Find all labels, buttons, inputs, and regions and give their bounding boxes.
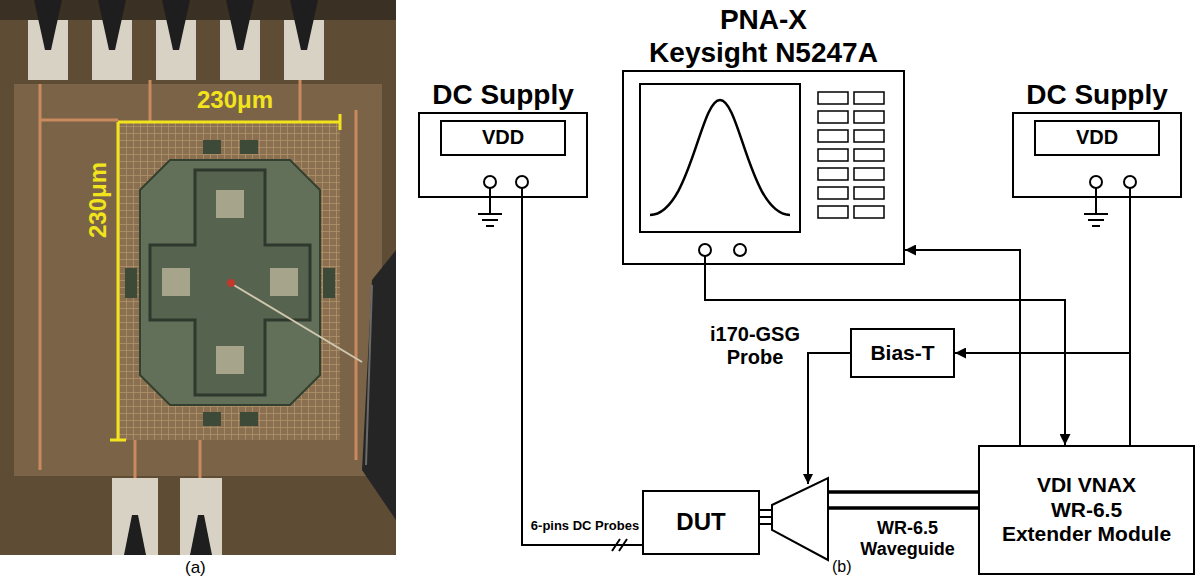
node-body: DUT bbox=[644, 492, 758, 553]
dimension-label: 230μm bbox=[84, 162, 112, 238]
bond-pad bbox=[180, 478, 222, 555]
node-heading: DC Supply bbox=[1026, 78, 1168, 111]
node-heading: PNA-X bbox=[649, 3, 878, 36]
dc-needles bbox=[34, 0, 318, 50]
dc-supply: DC SupplyVDD bbox=[418, 112, 588, 198]
metal-grid bbox=[118, 122, 340, 440]
side-block bbox=[203, 140, 221, 154]
node-body: VDI VNAXWR-6.5Extender Module bbox=[980, 447, 1193, 573]
metal-fill bbox=[14, 84, 382, 476]
node-body: VDD bbox=[1036, 122, 1158, 154]
probe-highlight bbox=[366, 285, 372, 465]
die-ground bbox=[0, 0, 396, 555]
probe-tips bbox=[760, 510, 772, 524]
probe-needle bbox=[124, 515, 146, 555]
node-body bbox=[624, 72, 903, 263]
probe-needle bbox=[290, 0, 318, 50]
bottom-pads bbox=[112, 478, 222, 555]
ground-symbol bbox=[1084, 188, 1130, 226]
node-text: VDD bbox=[1076, 126, 1118, 150]
trace-lines bbox=[40, 80, 356, 478]
probe-needle bbox=[162, 0, 190, 50]
signal-connector bbox=[955, 198, 1130, 353]
side-block bbox=[323, 268, 335, 298]
dimension-lines bbox=[110, 114, 340, 440]
probe-label: i170-GSG Probe bbox=[690, 323, 820, 369]
terminal bbox=[1090, 176, 1102, 188]
supply-display: VDD bbox=[440, 120, 566, 156]
dimension-label: 230μm bbox=[180, 86, 290, 114]
node-heading: DC Supply bbox=[432, 78, 574, 111]
node-text: VDI VNAX bbox=[1037, 473, 1136, 498]
circuit-core bbox=[140, 160, 320, 405]
cross-structure bbox=[150, 170, 310, 395]
inner-square bbox=[270, 268, 298, 296]
waveguide-label: WR-6.5 Waveguide bbox=[845, 518, 970, 559]
probe-needle bbox=[226, 0, 254, 50]
panel-label: (a) bbox=[185, 558, 206, 578]
gsg-probe bbox=[772, 478, 828, 560]
heading-group: DC Supply bbox=[432, 78, 574, 111]
rf-probe-tip bbox=[362, 250, 396, 520]
terminal bbox=[484, 176, 496, 188]
vna-port bbox=[699, 244, 711, 256]
inner-squares bbox=[162, 190, 298, 374]
heading-group: DC Supply bbox=[1026, 78, 1168, 111]
node-text: DUT bbox=[676, 508, 725, 536]
feed-line bbox=[232, 284, 362, 362]
node-body: Bias-T bbox=[852, 330, 953, 376]
probe-needle bbox=[190, 515, 212, 555]
ground-symbol bbox=[478, 188, 522, 226]
bias-tee: Bias-T bbox=[850, 328, 955, 378]
signal-connector bbox=[522, 198, 642, 545]
supply-details-left bbox=[478, 176, 528, 226]
core-dot bbox=[227, 279, 235, 287]
side-block bbox=[240, 140, 258, 154]
supply-display: VDD bbox=[1034, 120, 1160, 156]
chip-photo bbox=[0, 0, 396, 555]
node-text: VDD bbox=[482, 126, 524, 150]
bias-wire bbox=[808, 353, 850, 484]
button-grid bbox=[818, 92, 884, 218]
vna-details bbox=[640, 84, 884, 265]
side-block bbox=[240, 412, 258, 426]
terminal bbox=[1124, 176, 1136, 188]
device-under-test: DUT bbox=[642, 490, 760, 555]
vna-instrument: PNA-XKeysight N5247A bbox=[622, 70, 905, 265]
extender-module: VDI VNAXWR-6.5Extender Module bbox=[978, 445, 1195, 575]
vna-screen bbox=[640, 84, 800, 232]
inner-square bbox=[216, 346, 244, 374]
node-heading: Keysight N5247A bbox=[649, 36, 878, 69]
inner-square bbox=[216, 190, 244, 218]
node-body: VDD bbox=[442, 122, 564, 154]
node-text: WR-6.5 bbox=[1051, 498, 1122, 523]
terminal bbox=[516, 176, 528, 188]
panel-label: (b) bbox=[832, 558, 852, 576]
supply-details-right bbox=[1084, 176, 1136, 226]
bond-pad bbox=[112, 478, 158, 555]
dc-supply: DC SupplyVDD bbox=[1012, 112, 1182, 198]
node-text: Bias-T bbox=[870, 341, 934, 366]
side-blocks bbox=[125, 140, 335, 426]
waveguide bbox=[828, 492, 978, 508]
connector-label: 6-pins DC Probes bbox=[528, 518, 642, 534]
probe-needle bbox=[34, 0, 62, 50]
probe-assembly bbox=[612, 353, 978, 560]
side-block bbox=[125, 268, 137, 298]
probe-needle bbox=[98, 0, 126, 50]
heading-group: PNA-XKeysight N5247A bbox=[649, 3, 878, 69]
vna-port bbox=[734, 244, 746, 256]
node-text: Extender Module bbox=[1002, 522, 1171, 547]
inner-square bbox=[162, 268, 190, 296]
gaussian-trace bbox=[650, 100, 790, 215]
side-block bbox=[203, 412, 221, 426]
